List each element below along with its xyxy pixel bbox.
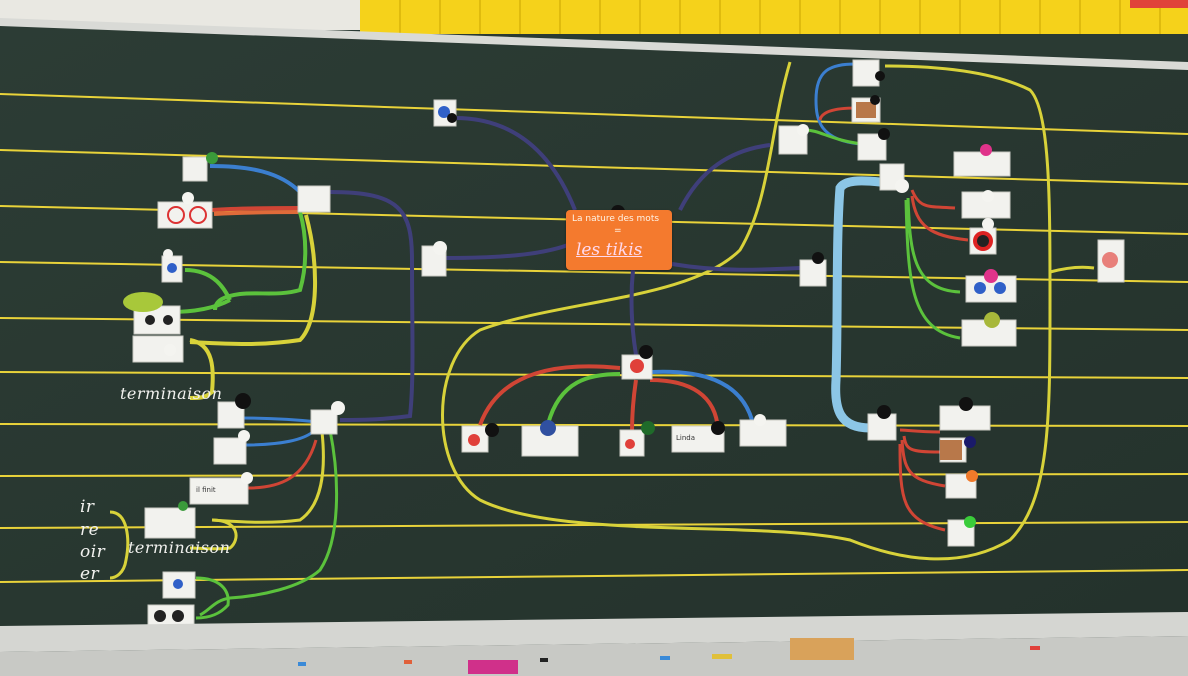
card-text-linda: Linda	[676, 434, 696, 442]
chalk-center-tree	[478, 364, 754, 433]
floor-strip	[0, 636, 1188, 676]
chalk-lightblue-bracket	[831, 176, 885, 433]
chalk-loop-yellow	[441, 61, 1052, 561]
title-line-2: =	[614, 226, 622, 236]
card-text-il-finit: il finit	[196, 486, 216, 494]
ruler-red-end	[1130, 0, 1188, 8]
title-line-1: La nature des mots	[572, 214, 660, 224]
chalk-pieces	[298, 646, 1040, 674]
chalk-ending-re: re	[80, 520, 100, 540]
board-eraser	[790, 638, 854, 660]
title-card: La nature des mots = les tikis	[566, 210, 672, 270]
ruler-tick-marks	[399, 0, 1161, 34]
chalk-right-tree	[898, 189, 969, 532]
chalk-yellow-tick	[1049, 265, 1095, 274]
chalk-tray	[0, 612, 1188, 652]
chalk-ending-oir: oir	[80, 542, 106, 562]
chalk-label-terminaison-lower: terminaison	[128, 538, 231, 557]
picture-cards	[132, 59, 1125, 632]
chalk-left-upper	[169, 164, 317, 400]
chalk-ending-ir: ir	[80, 497, 95, 517]
chalk-label-terminaison-upper: terminaison	[120, 384, 223, 403]
alphabet-ruler	[360, 0, 1188, 34]
card-details	[145, 102, 1118, 622]
chalk-purple-branches	[329, 116, 801, 422]
board-frame-top	[0, 18, 1188, 70]
chalk-ending-er: er	[80, 564, 100, 584]
title-line-3: les tikis	[576, 240, 643, 260]
